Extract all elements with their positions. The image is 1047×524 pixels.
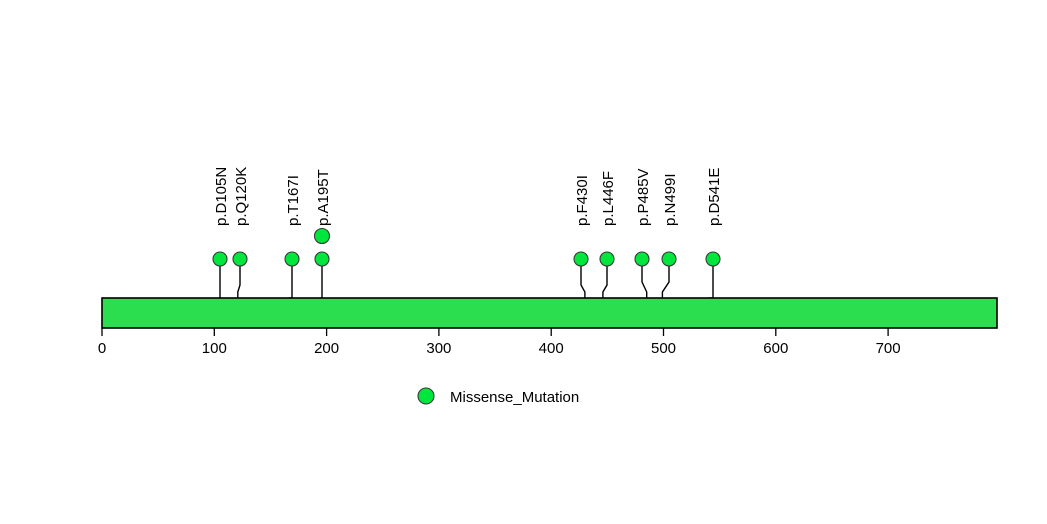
marker-p-A195T-2[interactable] xyxy=(313,227,331,245)
legend-label-missense[interactable]: Missense_Mutation xyxy=(450,389,579,406)
mutation-labels: p.D105N p.Q120K p.T167I p.A195T p.F430I … xyxy=(213,167,723,226)
marker-p-N499I-1[interactable] xyxy=(661,251,677,267)
chart-legend: Missense_Mutation xyxy=(417,387,579,406)
mutation-label-p-D105N[interactable]: p.D105N xyxy=(213,167,230,226)
legend-marker-missense-icon[interactable] xyxy=(417,387,435,405)
protein-backbone-bar[interactable] xyxy=(101,297,998,329)
mutation-label-p-N499I[interactable]: p.N499I xyxy=(662,173,679,226)
mutation-label-p-D541E[interactable]: p.D541E xyxy=(706,168,723,226)
mutation-label-p-A195T[interactable]: p.A195T xyxy=(315,169,332,226)
marker-p-P485V-1[interactable] xyxy=(634,251,650,267)
mutation-label-p-L446F[interactable]: p.L446F xyxy=(600,171,617,226)
tick-label-400: 400 xyxy=(539,340,564,357)
mutation-label-p-T167I[interactable]: p.T167I xyxy=(285,175,302,226)
marker-p-D541E-1[interactable] xyxy=(705,251,721,267)
tick-label-600: 600 xyxy=(763,340,788,357)
tick-label-200: 200 xyxy=(314,340,339,357)
lollipop-markers xyxy=(212,227,721,267)
mutation-label-p-Q120K[interactable]: p.Q120K xyxy=(233,167,250,226)
x-axis xyxy=(101,328,889,336)
tick-label-700: 700 xyxy=(876,340,901,357)
tick-label-500: 500 xyxy=(651,340,676,357)
mutation-label-p-P485V[interactable]: p.P485V xyxy=(635,168,652,226)
marker-p-L446F-1[interactable] xyxy=(599,251,615,267)
tick-label-300: 300 xyxy=(426,340,451,357)
marker-p-T167I-1[interactable] xyxy=(284,251,300,267)
x-axis-tick-labels: 0 100 200 300 400 500 600 700 xyxy=(98,340,901,357)
marker-p-A195T-1[interactable] xyxy=(314,251,330,267)
tick-label-0: 0 xyxy=(98,340,106,357)
tick-label-100: 100 xyxy=(202,340,227,357)
marker-p-F430I-1[interactable] xyxy=(573,251,589,267)
marker-p-Q120K-1[interactable] xyxy=(232,251,248,267)
marker-p-D105N-1[interactable] xyxy=(212,251,228,267)
mutation-label-p-F430I[interactable]: p.F430I xyxy=(574,175,591,226)
